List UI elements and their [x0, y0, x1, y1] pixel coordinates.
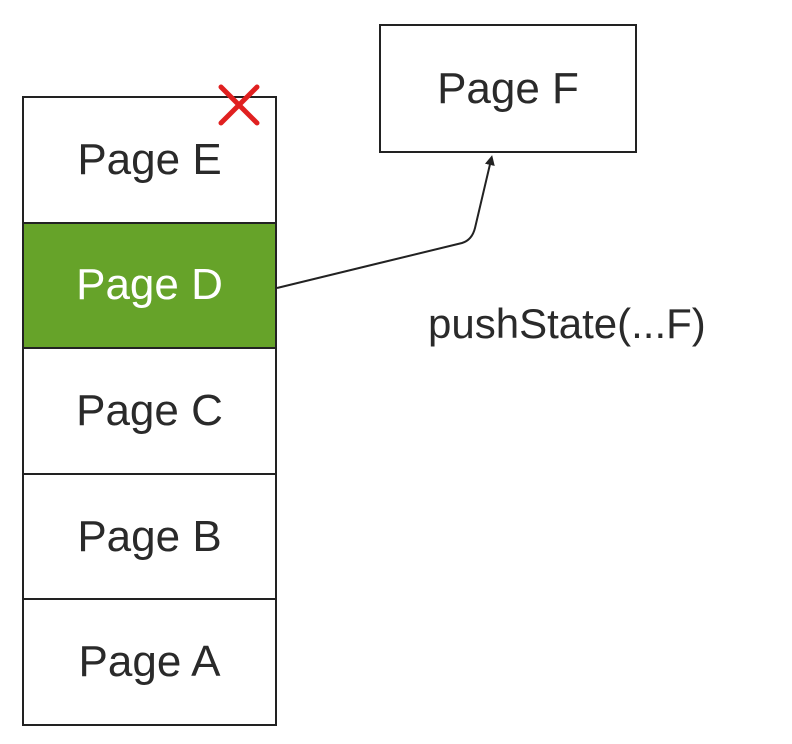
stack-item-page-b: Page B — [24, 474, 275, 601]
page-f-box: Page F — [379, 24, 637, 153]
push-state-label: pushState(...F) — [428, 300, 706, 347]
push-arrow-line — [276, 155, 495, 289]
stack-item-page-c: Page C — [24, 349, 275, 475]
history-stack: Page E Page D Page C Page B Page A — [22, 96, 277, 726]
x-mark-icon — [218, 84, 260, 126]
stack-item-page-e: Page E — [24, 98, 275, 224]
stack-item-page-a: Page A — [24, 600, 275, 724]
stack-item-page-d: Page D — [24, 223, 275, 350]
